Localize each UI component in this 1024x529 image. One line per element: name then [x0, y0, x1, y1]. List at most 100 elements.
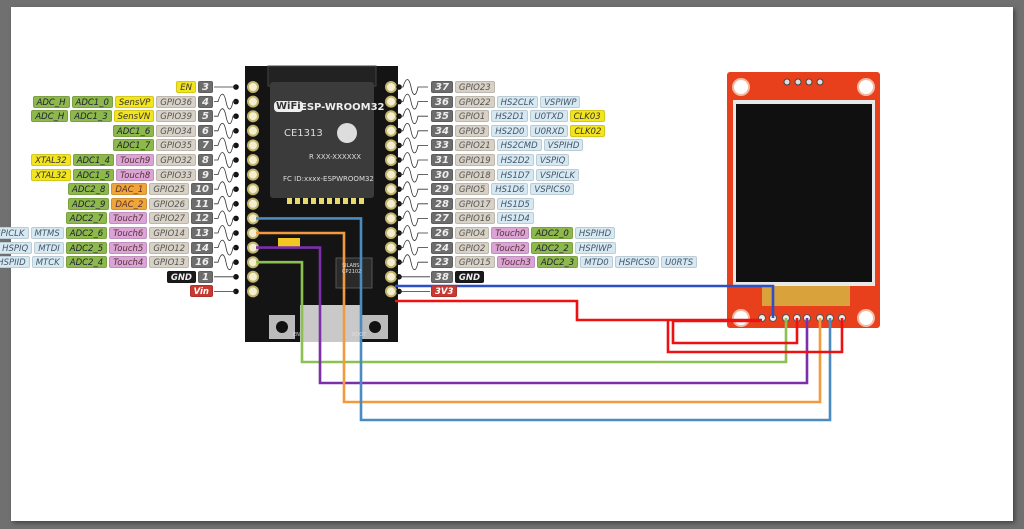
- mounting-hole: [857, 309, 875, 327]
- top-header-pin: [805, 78, 813, 86]
- pin-tag-vin: Vin: [189, 285, 213, 298]
- pin-tag-gpio: GPIO2: [454, 241, 490, 254]
- pin-tag-yel: CLK03: [569, 110, 605, 123]
- pin-tag-gpio: GPIO17: [454, 197, 495, 210]
- module-pad: [303, 198, 308, 204]
- right-connector-line: [399, 137, 428, 154]
- right-pin-hole: [385, 270, 397, 283]
- right-connector-line: [399, 166, 428, 183]
- right-connector-line: [399, 195, 428, 212]
- pin-tag-hspi: HS2D0: [491, 124, 529, 137]
- pin-tag-gpio: GPIO13: [149, 256, 190, 269]
- pin-tag-gnd: GND: [454, 270, 485, 283]
- pin-tag-gpio: GPIO25: [149, 183, 190, 196]
- pin-tag-touch: Touch4: [109, 256, 148, 269]
- pin-tag-gpio: GPIO19: [454, 154, 495, 166]
- left-pin-hole: [247, 168, 259, 181]
- right-pin-hole: [385, 256, 397, 269]
- module-model: ESP-WROOM32: [300, 102, 385, 113]
- right-pin-hole: [385, 124, 397, 137]
- wire-3v3: [395, 299, 762, 322]
- boot-button-label: BOOT: [352, 332, 367, 338]
- pin-tag-num: 4: [198, 95, 213, 108]
- pin-tag-hspi: HSPIQ: [0, 241, 33, 254]
- pin-tag-gpio: GPIO1: [454, 110, 490, 123]
- pin-tag-touch: Touch6: [109, 227, 148, 239]
- wire-gpio13: [256, 260, 788, 364]
- pin-tag-num: 37: [431, 81, 453, 93]
- left-pin-hole: [247, 110, 259, 123]
- pin-tag-num: 29: [431, 183, 453, 196]
- module-pad: [335, 198, 340, 204]
- right-pin-hole: [385, 183, 397, 196]
- pin-tag-num: 30: [431, 168, 453, 181]
- pin-tag-num: 1: [198, 270, 213, 283]
- wire-loop-b: [666, 318, 844, 354]
- left-connector-line: [214, 195, 236, 212]
- pin-tag-hspi: VSPIWP: [540, 95, 581, 108]
- pin-tag-adc: ADC2_2: [531, 241, 573, 254]
- boot-button-cap: [369, 321, 381, 333]
- pin-tag-num: 28: [431, 197, 453, 210]
- pin-tag-adc: ADC_H: [31, 110, 69, 123]
- pin-tag-num: 35: [431, 110, 453, 123]
- module-pad: [343, 198, 348, 204]
- pin-tag-hspi: HS1D5: [496, 197, 534, 210]
- wire-gnd: [395, 284, 775, 318]
- top-header-pin: [816, 78, 824, 86]
- pin-tag-yel: EN: [176, 81, 196, 93]
- pin-tag-num: 16: [191, 256, 213, 269]
- pin-tag-gpio: GPIO3: [454, 124, 490, 137]
- pin-tag-num: 13: [191, 227, 213, 239]
- left-pin-hole: [247, 197, 259, 210]
- usb-connector: [300, 305, 360, 342]
- right-connector-line: [399, 93, 428, 110]
- pin-tag-touch: Touch9: [116, 154, 155, 166]
- right-pin-hole: [385, 81, 397, 93]
- pin-tag-hspi: HS2CMD: [496, 139, 542, 152]
- module-pad: [287, 198, 292, 204]
- pin-tag-gpio: GPIO18: [454, 168, 495, 181]
- left-connector-line: [214, 210, 236, 227]
- right-pin-hole: [385, 139, 397, 152]
- right-pin-hole: [385, 154, 397, 166]
- pin-tag-touch: Touch2: [491, 241, 530, 254]
- top-header-pin: [794, 78, 802, 86]
- left-connector-line: [214, 93, 236, 110]
- pin-tag-gpio: GPIO23: [454, 81, 495, 93]
- mounting-hole: [732, 309, 750, 327]
- pin-tag-num: 31: [431, 154, 453, 166]
- pin-tag-gpio: GPIO27: [149, 212, 190, 225]
- pin-tag-dac: DAC_2: [111, 197, 148, 210]
- en-button-cap: [276, 321, 288, 333]
- pin-tag-hspi: HS2D2: [496, 154, 534, 166]
- ce-mark: CE1313: [284, 128, 323, 139]
- pin-tag-yel: SensVN: [113, 110, 155, 123]
- module-pad: [351, 198, 356, 204]
- pin-tag-hspi: HS2CLK: [496, 95, 539, 108]
- pin-tag-num: 34: [431, 124, 453, 137]
- right-pin-hole: [385, 227, 397, 239]
- pin-tag-gpio: GPIO15: [454, 256, 495, 269]
- pin-tag-num: 26: [431, 227, 453, 239]
- pin-tag-hspi: MTMS: [30, 227, 64, 239]
- wifi-logo: WiFi: [274, 101, 303, 112]
- pin-tag-num: 38: [431, 270, 453, 283]
- pin-tag-adc: ADC1_5: [72, 168, 115, 181]
- right-pin-hole: [385, 241, 397, 254]
- mounting-hole: [732, 78, 750, 96]
- pin-tag-gpio: GPIO5: [454, 183, 490, 196]
- pin-tag-hspi: U0RTS: [661, 256, 698, 269]
- right-connector-line: [399, 108, 428, 125]
- pin-tag-gpio: GPIO21: [454, 139, 495, 152]
